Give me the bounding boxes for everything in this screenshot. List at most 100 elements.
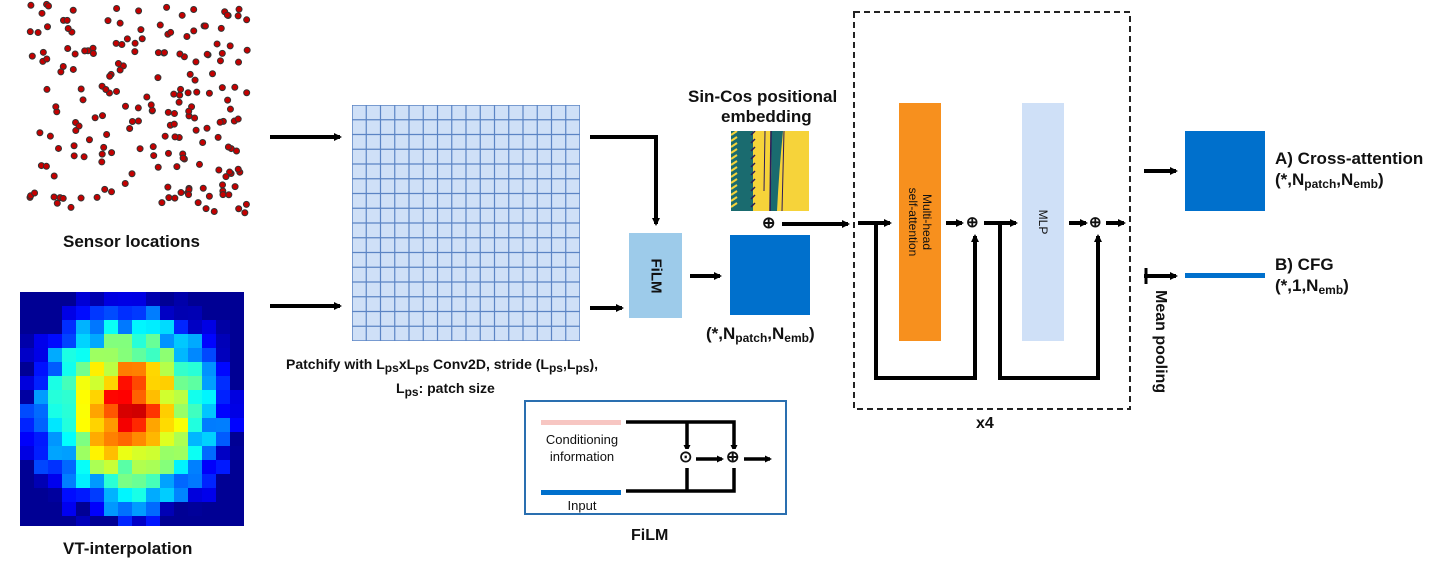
vt-cell bbox=[20, 502, 35, 517]
vt-cell bbox=[62, 404, 77, 419]
sensor-point bbox=[43, 55, 51, 63]
vt-cell bbox=[20, 376, 35, 391]
sensor-point bbox=[106, 72, 114, 80]
mlp-block: MLP bbox=[1022, 103, 1064, 341]
vt-cell bbox=[216, 306, 231, 321]
vt-cell bbox=[174, 376, 189, 391]
sensor-point bbox=[114, 60, 122, 68]
vt-cell bbox=[20, 362, 35, 377]
sensor-point bbox=[192, 58, 200, 66]
vt-cell bbox=[34, 320, 49, 335]
vt-cell bbox=[188, 432, 203, 447]
vt-cell bbox=[62, 334, 77, 349]
vt-cell bbox=[230, 320, 244, 335]
vt-cell bbox=[188, 362, 203, 377]
sensor-point bbox=[31, 189, 39, 197]
sensor-point bbox=[147, 101, 155, 109]
sensor-point bbox=[234, 115, 242, 123]
cfg-shape: (*,1,Nemb) bbox=[1275, 276, 1349, 297]
sensor-point bbox=[64, 45, 72, 53]
sensor-point bbox=[170, 110, 178, 118]
patchify-caption-line1: Patchify with LpsxLps Conv2D, stride (Lp… bbox=[286, 356, 599, 375]
vt-cell bbox=[76, 432, 91, 447]
residual-add-icon-1: ⊕ bbox=[966, 214, 979, 231]
sensor-point bbox=[167, 28, 175, 36]
sensor-point bbox=[205, 89, 213, 97]
sensor-point bbox=[243, 16, 251, 24]
vt-cell bbox=[132, 516, 147, 526]
sensor-point bbox=[163, 3, 171, 11]
sensor-point bbox=[199, 139, 207, 147]
vt-cell bbox=[146, 516, 161, 526]
residual-connection-1 bbox=[874, 223, 979, 380]
sensor-point bbox=[80, 153, 88, 161]
vt-cell bbox=[216, 446, 231, 461]
sensor-point bbox=[178, 11, 186, 19]
sensor-point bbox=[34, 29, 42, 37]
vt-cell bbox=[48, 362, 63, 377]
vt-cell bbox=[216, 460, 231, 475]
sensor-point bbox=[131, 39, 139, 47]
vt-cell bbox=[132, 376, 147, 391]
vt-cell bbox=[216, 320, 231, 335]
vt-cell bbox=[20, 418, 35, 433]
vt-cell bbox=[174, 292, 189, 307]
sensor-point bbox=[98, 150, 106, 158]
sensor-point bbox=[185, 191, 193, 199]
sensor-point bbox=[177, 85, 185, 93]
vt-cell bbox=[188, 292, 203, 307]
vt-cell bbox=[160, 404, 175, 419]
sensor-point bbox=[126, 125, 134, 133]
vt-cell bbox=[104, 488, 119, 503]
vt-cell bbox=[48, 418, 63, 433]
vt-cell bbox=[216, 502, 231, 517]
vt-cell bbox=[230, 460, 244, 475]
vt-cell bbox=[202, 334, 217, 349]
sensor-point bbox=[85, 136, 93, 144]
sensor-point bbox=[165, 194, 173, 202]
vt-cell bbox=[132, 404, 147, 419]
vt-cell bbox=[20, 488, 35, 503]
vt-cell bbox=[104, 376, 119, 391]
sensor-point bbox=[164, 149, 172, 157]
cfg-output-vector bbox=[1185, 273, 1265, 278]
sensor-point bbox=[26, 28, 34, 36]
sensor-point bbox=[191, 114, 199, 122]
sensor-point bbox=[192, 126, 200, 134]
vt-cell bbox=[48, 320, 63, 335]
sensor-point bbox=[154, 49, 162, 57]
vt-cell bbox=[202, 306, 217, 321]
sensor-point bbox=[156, 21, 164, 29]
vt-cell bbox=[216, 334, 231, 349]
vt-cell bbox=[202, 292, 217, 307]
vt-cell bbox=[90, 474, 105, 489]
vt-cell bbox=[34, 292, 49, 307]
vt-cell bbox=[90, 348, 105, 363]
vt-cell bbox=[118, 292, 133, 307]
sensor-point bbox=[209, 70, 217, 78]
vt-cell bbox=[202, 474, 217, 489]
vt-cell bbox=[118, 516, 133, 526]
vt-cell bbox=[118, 404, 133, 419]
sensor-point bbox=[134, 104, 142, 112]
positional-embedding-title-line2: embedding bbox=[721, 107, 812, 126]
vt-cell bbox=[188, 348, 203, 363]
vt-cell bbox=[216, 474, 231, 489]
sensor-point bbox=[113, 5, 121, 13]
vt-cell bbox=[160, 502, 175, 517]
vt-cell bbox=[90, 404, 105, 419]
sensor-point bbox=[81, 47, 89, 55]
sensor-point bbox=[143, 93, 151, 101]
vt-cell bbox=[104, 404, 119, 419]
vt-cell bbox=[216, 418, 231, 433]
sensor-point bbox=[44, 2, 52, 10]
sensor-point bbox=[112, 39, 120, 47]
vt-cell bbox=[20, 460, 35, 475]
sensor-point bbox=[203, 50, 211, 58]
sensor-point bbox=[234, 12, 242, 20]
vt-cell bbox=[188, 334, 203, 349]
vt-cell bbox=[216, 404, 231, 419]
vt-cell bbox=[48, 432, 63, 447]
sensor-point bbox=[104, 17, 112, 25]
vt-cell bbox=[34, 502, 49, 517]
